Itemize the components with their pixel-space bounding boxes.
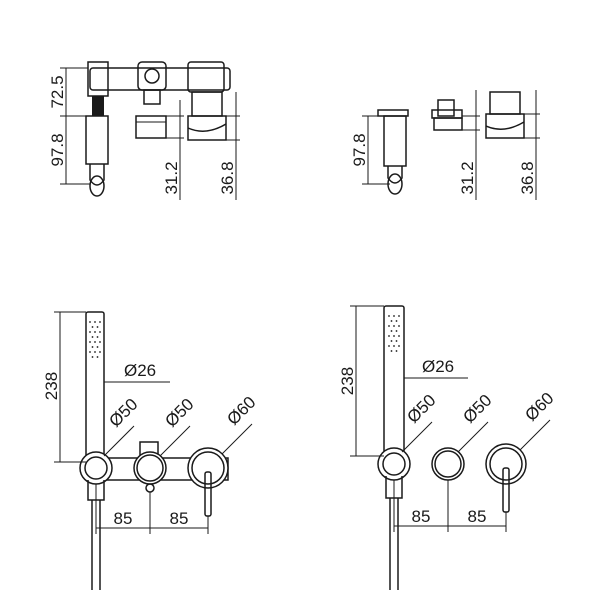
view-top-left: 72.5 97.8 31.2 36.8 — [48, 61, 240, 200]
dim-dia-1: Ø50 — [105, 395, 141, 431]
dim-depth-right: 36.8 — [518, 161, 537, 194]
dim-depth-right: 36.8 — [218, 161, 237, 194]
dim-height: 97.8 — [350, 133, 369, 166]
dim-spacing-1: 85 — [114, 509, 133, 528]
handshower-nozzles — [89, 321, 101, 358]
dim-dia-1: Ø50 — [403, 391, 439, 427]
view-top-right: 97.8 31.2 36.8 — [350, 90, 540, 200]
dim-handshower-dia: Ø26 — [124, 361, 156, 380]
dim-dia-3: Ø60 — [223, 393, 259, 429]
dim-spacing-2: 85 — [170, 509, 189, 528]
dim-dia-3: Ø60 — [521, 389, 557, 425]
dim-height-lower: 97.8 — [48, 133, 67, 166]
dim-height-upper: 72.5 — [48, 75, 67, 108]
dim-handshower-height: 238 — [338, 367, 357, 395]
view-bottom-left: 238 Ø26 Ø50 Ø50 Ø60 85 85 — [42, 311, 260, 590]
dim-depth-mid: 31.2 — [162, 161, 181, 194]
dim-spacing-1: 85 — [412, 507, 431, 526]
dim-handshower-height: 238 — [42, 372, 61, 400]
dim-handshower-dia: Ø26 — [422, 357, 454, 376]
dim-dia-2: Ø50 — [161, 395, 197, 431]
handshower-nozzles — [388, 315, 400, 352]
dim-spacing-2: 85 — [468, 507, 487, 526]
view-bottom-right: 238 Ø26 Ø50 Ø50 Ø60 85 85 — [338, 305, 558, 590]
dim-depth-mid: 31.2 — [458, 161, 477, 194]
dim-dia-2: Ø50 — [459, 391, 495, 427]
